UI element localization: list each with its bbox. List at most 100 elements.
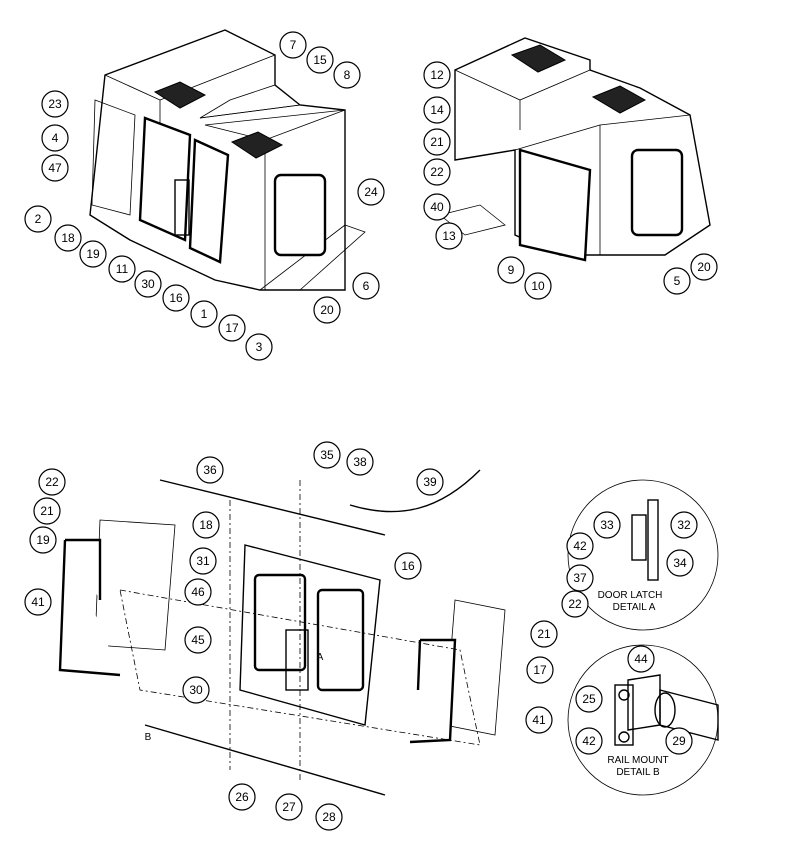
balloon-circle xyxy=(54,224,82,252)
balloon-circle xyxy=(423,96,451,124)
balloon-circle xyxy=(423,128,451,156)
balloon-circle xyxy=(184,578,212,606)
balloon-circle xyxy=(357,178,385,206)
balloon-label: 20 xyxy=(697,260,711,274)
balloon-label: 11 xyxy=(116,262,129,276)
balloon-label: 29 xyxy=(672,734,686,748)
balloon-28: 28 xyxy=(315,803,343,831)
balloon-label: 40 xyxy=(430,200,444,214)
balloon-label: 24 xyxy=(364,185,378,199)
balloon-label: 44 xyxy=(634,652,648,666)
balloon-17: 17 xyxy=(218,314,246,342)
balloon-label: 41 xyxy=(532,713,546,727)
balloon-circle xyxy=(524,272,552,300)
balloon-22: 22 xyxy=(38,468,66,496)
balloon-circle xyxy=(79,240,107,268)
balloon-7: 7 xyxy=(279,31,307,59)
balloon-label: 46 xyxy=(191,585,205,599)
balloon-circle xyxy=(41,124,69,152)
view-marker-a: A xyxy=(317,652,324,663)
balloon-circle xyxy=(690,253,718,281)
balloon-19: 19 xyxy=(79,240,107,268)
balloon-8: 8 xyxy=(333,61,361,89)
balloon-circle xyxy=(38,468,66,496)
balloon-label: 38 xyxy=(353,455,367,469)
balloon-circle xyxy=(279,31,307,59)
balloon-label: 39 xyxy=(423,475,437,489)
balloon-13: 13 xyxy=(435,222,463,250)
balloon-46: 46 xyxy=(184,578,212,606)
balloon-42: 42 xyxy=(566,532,594,560)
roof-vent-icon xyxy=(510,44,567,73)
detail-a-caption: DOOR LATCH xyxy=(598,590,663,601)
balloon-label: 21 xyxy=(40,504,54,518)
balloon-label: 30 xyxy=(141,277,155,291)
balloon-label: 13 xyxy=(442,229,456,243)
balloon-44: 44 xyxy=(627,645,655,673)
balloon-35: 35 xyxy=(313,441,341,469)
balloon-label: 2 xyxy=(35,212,42,226)
balloon-circle xyxy=(315,803,343,831)
detail-b-caption-2: DETAIL B xyxy=(616,767,660,778)
balloon-circle xyxy=(666,549,694,577)
balloon-42: 42 xyxy=(575,727,603,755)
balloon-circle xyxy=(33,497,61,525)
balloon-21: 21 xyxy=(423,128,451,156)
balloon-41: 41 xyxy=(24,588,52,616)
balloon-15: 15 xyxy=(306,46,334,74)
balloon-18: 18 xyxy=(54,224,82,252)
balloon-label: 35 xyxy=(320,448,334,462)
balloon-circle xyxy=(313,441,341,469)
balloon-circle xyxy=(313,296,341,324)
balloon-label: 10 xyxy=(531,279,545,293)
balloon-label: 6 xyxy=(363,279,370,293)
balloon-label: 30 xyxy=(189,683,203,697)
balloon-20: 20 xyxy=(690,253,718,281)
balloon-29: 29 xyxy=(665,727,693,755)
balloon-16: 16 xyxy=(162,284,190,312)
balloon-circle xyxy=(423,158,451,186)
balloon-label: 7 xyxy=(290,38,297,52)
balloon-circle xyxy=(423,193,451,221)
balloon-circle xyxy=(196,456,224,484)
balloon-label: 19 xyxy=(36,533,50,547)
balloon-label: 16 xyxy=(401,559,415,573)
door-latch xyxy=(174,179,190,236)
balloon-label: 41 xyxy=(31,595,45,609)
balloon-4: 4 xyxy=(41,124,69,152)
balloon-21: 21 xyxy=(33,497,61,525)
detail-a-door-latch: DOOR LATCH DETAIL A xyxy=(567,479,719,631)
balloon-label: 26 xyxy=(235,790,249,804)
balloon-circle xyxy=(561,590,589,618)
balloon-circle xyxy=(218,314,246,342)
balloon-12: 12 xyxy=(423,61,451,89)
balloon-label: 16 xyxy=(169,291,183,305)
balloon-label: 9 xyxy=(508,263,515,277)
balloon-circle xyxy=(306,46,334,74)
balloon-circle xyxy=(416,468,444,496)
balloon-circle xyxy=(530,620,558,648)
balloon-label: 5 xyxy=(674,274,681,288)
balloon-47: 47 xyxy=(41,154,69,182)
detail-a-caption-2: DETAIL A xyxy=(613,602,656,613)
balloon-30: 30 xyxy=(182,676,210,704)
balloon-circle xyxy=(566,532,594,560)
balloon-21: 21 xyxy=(530,620,558,648)
balloon-label: 3 xyxy=(256,340,263,354)
balloon-circle xyxy=(670,511,698,539)
balloon-label: 1 xyxy=(201,307,208,321)
door-latch xyxy=(285,629,309,691)
balloon-circle xyxy=(333,61,361,89)
balloon-circle xyxy=(228,783,256,811)
balloon-41: 41 xyxy=(525,706,553,734)
balloon-circle xyxy=(108,255,136,283)
balloon-label: 31 xyxy=(196,554,210,568)
balloon-circle xyxy=(497,256,525,284)
balloon-9: 9 xyxy=(497,256,525,284)
balloon-11: 11 xyxy=(108,255,136,283)
balloon-label: 20 xyxy=(320,303,334,317)
balloon-circle xyxy=(24,205,52,233)
detail-b-caption: RAIL MOUNT xyxy=(607,755,668,766)
balloon-label: 14 xyxy=(430,103,444,117)
